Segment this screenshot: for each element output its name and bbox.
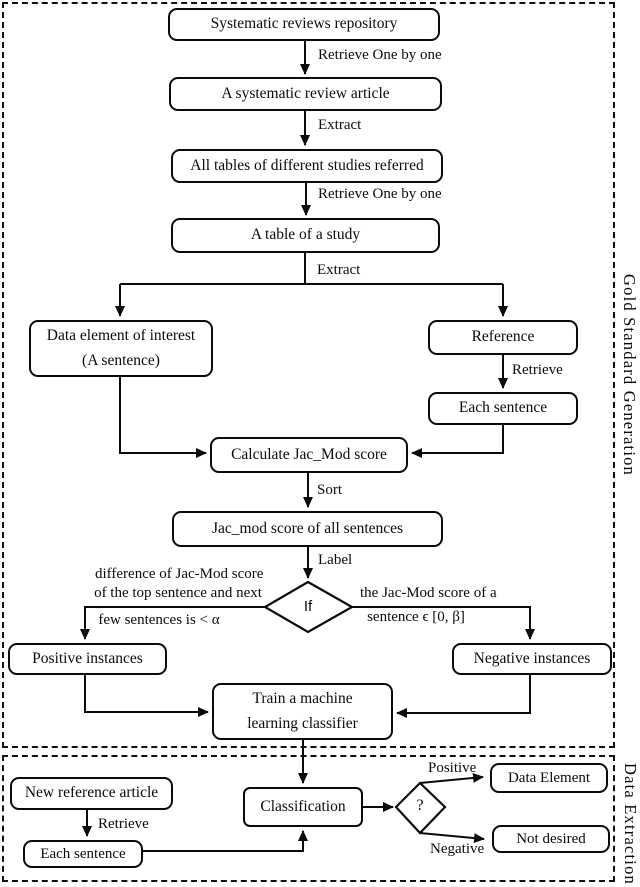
branch-extract-split (120, 253, 503, 285)
node-not-desired: Not desired (492, 825, 610, 853)
node-label: Classification (260, 797, 346, 815)
node-all-tables: All tables of different studies referred (171, 149, 443, 183)
node-label: Positive instances (32, 649, 143, 667)
node-label: New reference article (24, 784, 159, 802)
node-each-sentence-top: Each sentence (428, 392, 578, 425)
node-systematic-reviews-repository: Systematic reviews repository (168, 8, 440, 41)
gold-standard-section-frame (2, 2, 615, 748)
condition-left-line2: of the top sentence and next (94, 585, 262, 601)
node-label: All tables of different studies referred (190, 156, 424, 174)
gold-standard-generation-label: Gold Standard Generation (620, 274, 639, 477)
node-label: Each sentence (40, 846, 126, 862)
node-label: Systematic reviews repository (210, 15, 398, 33)
node-label-line1: Data element of interest (46, 326, 196, 344)
condition-right-line1: the Jac-Mod score of a (360, 585, 497, 601)
node-label-line2: learning classifier (247, 714, 358, 732)
edge-label-retrieve-reference: Retrieve (512, 362, 563, 378)
node-systematic-review-article: A systematic review article (169, 77, 442, 111)
edge-label-extract-1: Extract (318, 117, 362, 133)
question-diamond-label: ? (416, 797, 424, 814)
arrow-sentence-to-classification (143, 830, 308, 852)
arrow-question-to-notdesired (419, 832, 485, 844)
node-data-element-output: Data Element (490, 763, 608, 793)
data-extraction-label: Data Extraction (621, 763, 640, 885)
node-table-of-study: A table of a study (171, 218, 440, 253)
node-positive-instances: Positive instances (8, 643, 167, 675)
node-label: Negative instances (473, 649, 591, 667)
arrow-dataelement-to-calc (119, 377, 207, 458)
if-diamond-label: If (303, 598, 313, 615)
node-label-line1: Train a machine (252, 689, 353, 707)
edge-label-negative-branch: Negative (430, 841, 485, 857)
node-label: Jac_mod score of all sentences (211, 519, 404, 537)
node-jacmod-scores: Jac_mod score of all sentences (172, 511, 443, 547)
node-reference: Reference (428, 320, 578, 355)
node-classification: Classification (243, 787, 363, 827)
condition-left-line1: difference of Jac-Mod score (95, 566, 264, 582)
node-calculate-jacmod: Calculate Jac_Mod score (210, 437, 408, 473)
edge-label-retrieve-one-2: Retrieve One by one (318, 186, 442, 202)
node-train-classifier: Train a machine learning classifier (212, 683, 393, 740)
edge-label-retrieve-new: Retrieve (98, 816, 149, 832)
edge-label-label: Label (318, 552, 353, 568)
node-label: Data Element (507, 770, 591, 786)
node-label: Not desired (516, 831, 586, 847)
condition-left-line3: few sentences is < α (98, 612, 220, 628)
condition-right-line2: sentence ϵ [0, β] (367, 609, 465, 625)
node-negative-instances: Negative instances (452, 643, 612, 675)
node-each-sentence-bottom: Each sentence (23, 840, 143, 868)
node-data-element-of-interest: Data element of interest (A sentence) (29, 320, 213, 377)
edge-label-extract-2: Extract (317, 262, 361, 278)
node-label-line2: (A sentence) (82, 351, 160, 369)
node-label: Calculate Jac_Mod score (231, 445, 387, 463)
arrow-positive-to-train (84, 675, 209, 717)
data-extraction-section-frame (2, 755, 615, 882)
node-label: Reference (471, 328, 535, 346)
arrow-if-to-positive (80, 606, 265, 640)
question-diamond (394, 781, 447, 835)
edge-label-retrieve-one-1: Retrieve One by one (318, 47, 442, 63)
node-label: A systematic review article (221, 84, 390, 102)
edge-label-positive-branch: Positive (428, 760, 477, 776)
if-diamond (262, 580, 355, 634)
arrow-question-to-dataelement (419, 772, 484, 784)
node-label: Each sentence (458, 399, 548, 417)
edge-label-sort: Sort (317, 482, 343, 498)
arrow-negative-to-train (396, 675, 531, 718)
node-new-reference-article: New reference article (10, 777, 173, 810)
arrow-if-to-negative (352, 606, 535, 640)
node-label: A table of a study (250, 226, 361, 244)
arrow-sentence-to-calc (411, 425, 504, 458)
